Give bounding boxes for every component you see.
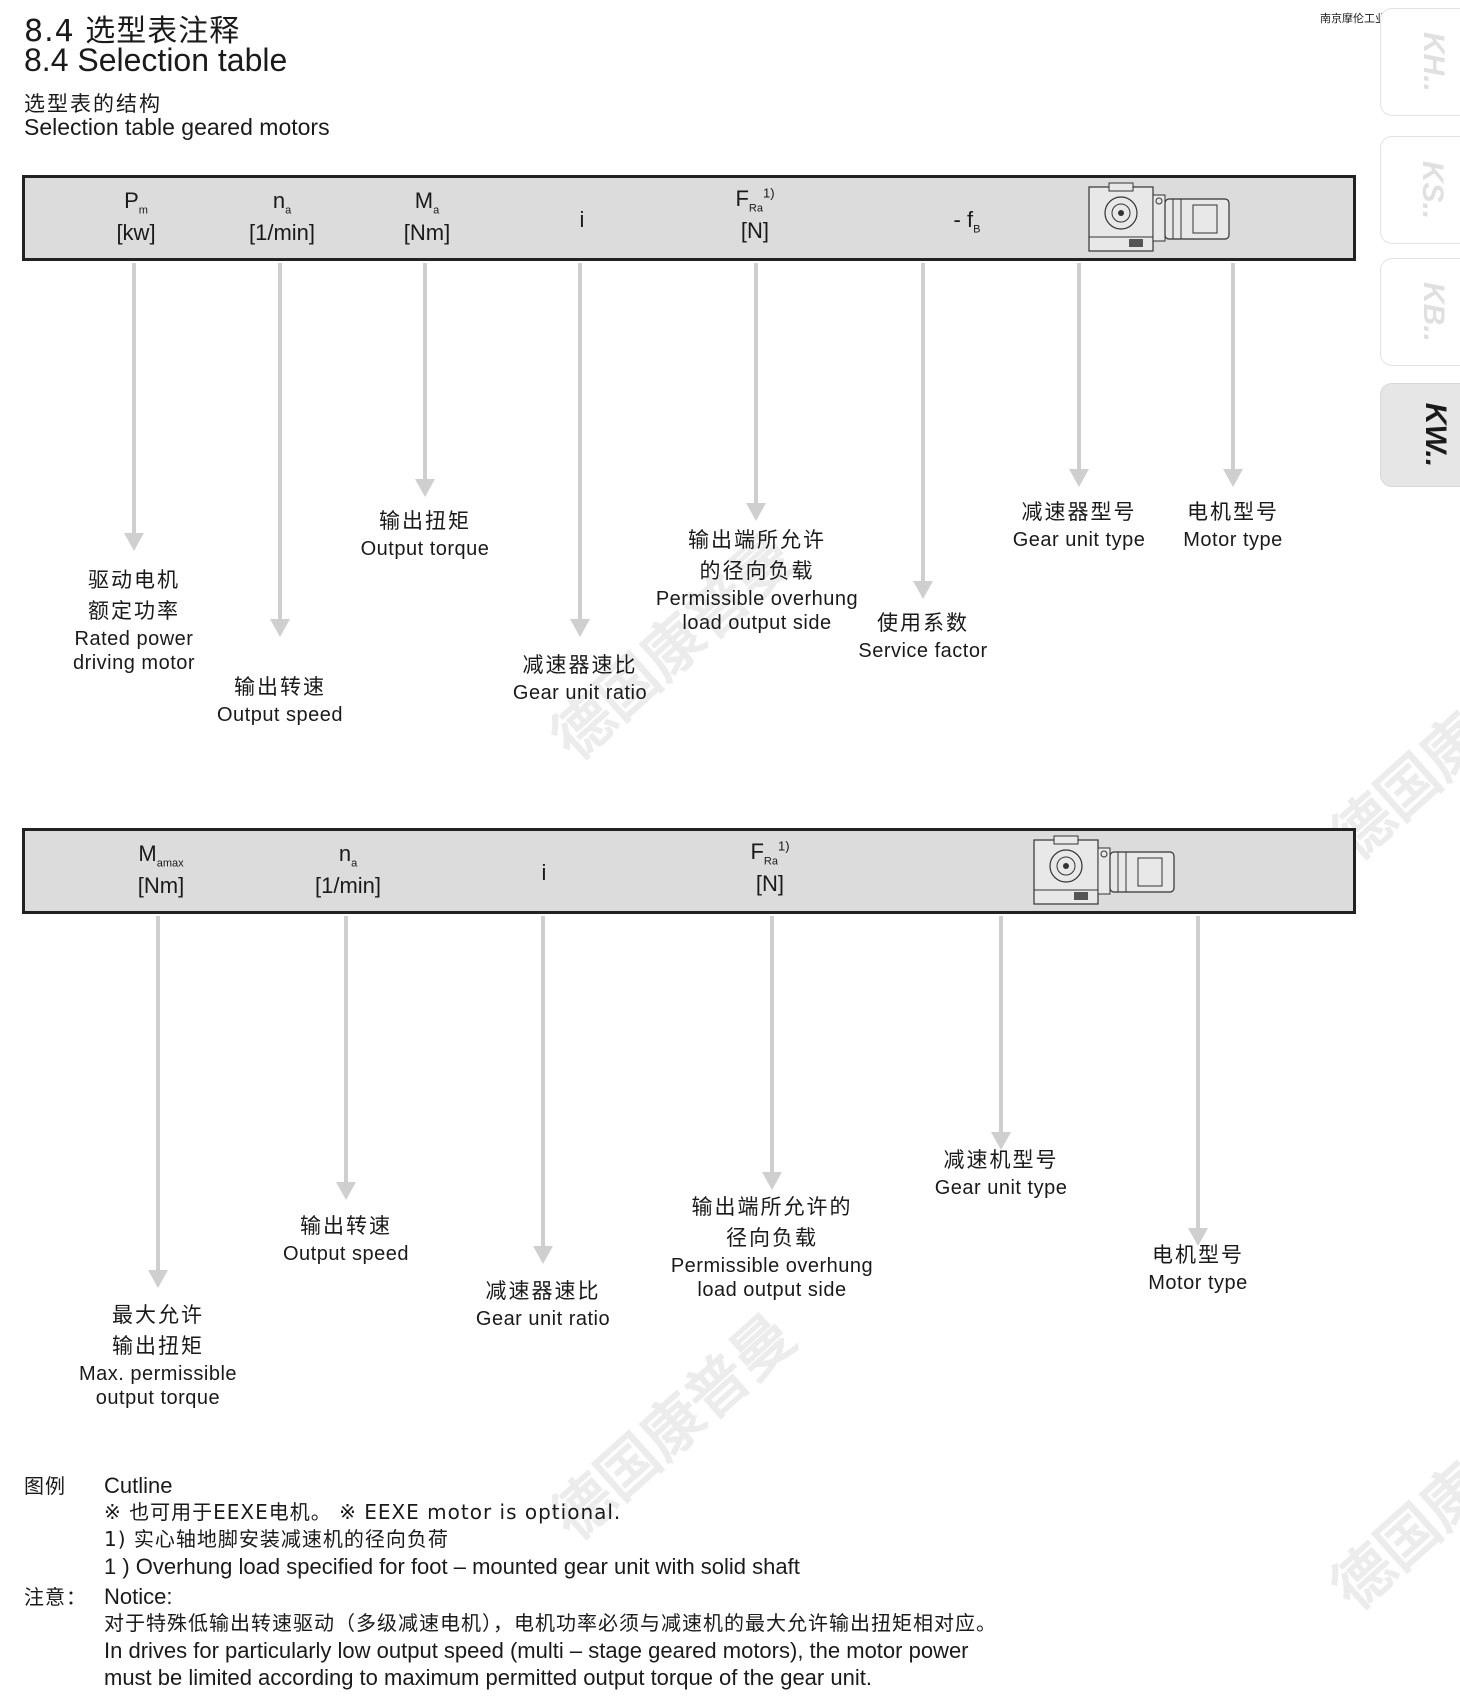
arrow-fb [921, 263, 925, 583]
tab-kb[interactable]: KB.. [1380, 258, 1460, 366]
header-fb: - fB [953, 207, 981, 236]
label-max-torque: 最大允许 输出扭矩 Max. permissible output torque [78, 1303, 238, 1409]
section-subtitle-en: Selection table geared motors [24, 114, 330, 140]
arrow-gear-type [1077, 263, 1081, 471]
notice-line-2: In drives for particularly low output sp… [104, 1638, 969, 1663]
label-gear-ratio: 减速器速比 Gear unit ratio [512, 653, 648, 704]
tab-kb-label: KB.. [1417, 282, 1450, 342]
label-output-speed: 输出转速 Output speed [216, 675, 344, 726]
label-overhung-load: 输出端所允许 的径向负载 Permissible overhung load o… [655, 528, 859, 634]
label-motor-type: 电机型号 Motor type [1183, 500, 1283, 551]
tab-kw[interactable]: KW.. [1380, 383, 1460, 487]
label-gear-type-2: 减速机型号 Gear unit type [934, 1148, 1068, 1199]
arrow-motor-type-2 [1196, 916, 1200, 1230]
arrow-ma [423, 263, 427, 481]
label-overhung-load-2: 输出端所允许的 径向负载 Permissible overhung load o… [670, 1195, 874, 1301]
tab-kh[interactable]: KH.. [1380, 8, 1460, 116]
header-mamax: Mamax[Nm] [137, 841, 185, 899]
arrow-i-2 [541, 916, 545, 1248]
arrow-fra-2 [770, 916, 774, 1174]
geared-motor-icon [1033, 835, 1175, 905]
header-pm: Pm[kw] [116, 188, 156, 246]
label-gear-ratio-2: 减速器速比 Gear unit ratio [475, 1279, 611, 1330]
label-motor-type-2: 电机型号 Motor type [1148, 1243, 1248, 1294]
label-gear-type: 减速器型号 Gear unit type [1012, 500, 1146, 551]
label-output-torque: 输出扭矩 Output torque [360, 509, 490, 560]
header-i: i [579, 207, 585, 232]
arrow-gear-type-2 [999, 916, 1003, 1134]
tab-ks[interactable]: KS.. [1380, 136, 1460, 244]
arrow-motor-type [1231, 263, 1235, 471]
header-fra: FRa1)[N] [735, 185, 775, 244]
legend-title: Cutline [104, 1473, 173, 1498]
label-service-factor: 使用系数 Service factor [858, 611, 988, 662]
section-subtitle-cn: 选型表的结构 [24, 92, 162, 116]
label-rated-power: 驱动电机 额定功率 Rated power driving motor [72, 568, 196, 674]
tab-kh-label: KH.. [1417, 32, 1450, 92]
notice-block: Notice: 对于特殊低输出转速驱动（多级减速电机），电机功率必须与减速机的最… [104, 1583, 997, 1691]
selection-table-header-1: Pm[kw] na[1/min] Ma[Nm] i FRa1)[N] - fB [22, 175, 1356, 261]
arrow-na [278, 263, 282, 621]
page-title-cn: 8.4 选型表注释 [24, 14, 241, 49]
header-na-2: na[1/min] [314, 841, 382, 899]
notice-label: 注意： [24, 1585, 87, 1609]
legend-label: 图例 [24, 1474, 66, 1498]
notice-line-1: 对于特殊低输出转速驱动（多级减速电机），电机功率必须与减速机的最大允许输出扭矩相… [104, 1611, 997, 1635]
legend-block: Cutline ※ 也可用于EEXE电机。 ※ EEXE motor is op… [104, 1472, 800, 1580]
tab-ks-label: KS.. [1416, 160, 1450, 220]
legend-line-3: 1 ) Overhung load specified for foot – m… [104, 1554, 800, 1579]
legend-line-2: 1) 实心轴地脚安装减速机的径向负荷 [104, 1527, 449, 1551]
tab-kw-label: KW.. [1419, 402, 1453, 468]
header-na: na[1/min] [248, 188, 316, 246]
notice-title: Notice: [104, 1584, 173, 1609]
page-title-en: 8.4 Selection table [24, 42, 288, 78]
header-i-2: i [541, 860, 547, 885]
watermark: 德国康普曼 [1318, 1371, 1460, 1624]
arrow-na-2 [344, 916, 348, 1184]
arrow-pm [132, 263, 136, 535]
arrow-i [578, 263, 582, 621]
header-ma: Ma[Nm] [403, 188, 451, 246]
label-output-speed-2: 输出转速 Output speed [282, 1214, 410, 1265]
selection-table-header-2: Mamax[Nm] na[1/min] i FRa1)[N] [22, 828, 1356, 914]
notice-line-3: must be limited according to maximum per… [104, 1665, 872, 1690]
geared-motor-icon [1088, 182, 1230, 252]
legend-line-1: ※ 也可用于EEXE电机。 ※ EEXE motor is optional. [104, 1500, 622, 1524]
header-fra-2: FRa1)[N] [750, 838, 790, 897]
arrow-fra [754, 263, 758, 505]
arrow-mamax [156, 916, 160, 1272]
